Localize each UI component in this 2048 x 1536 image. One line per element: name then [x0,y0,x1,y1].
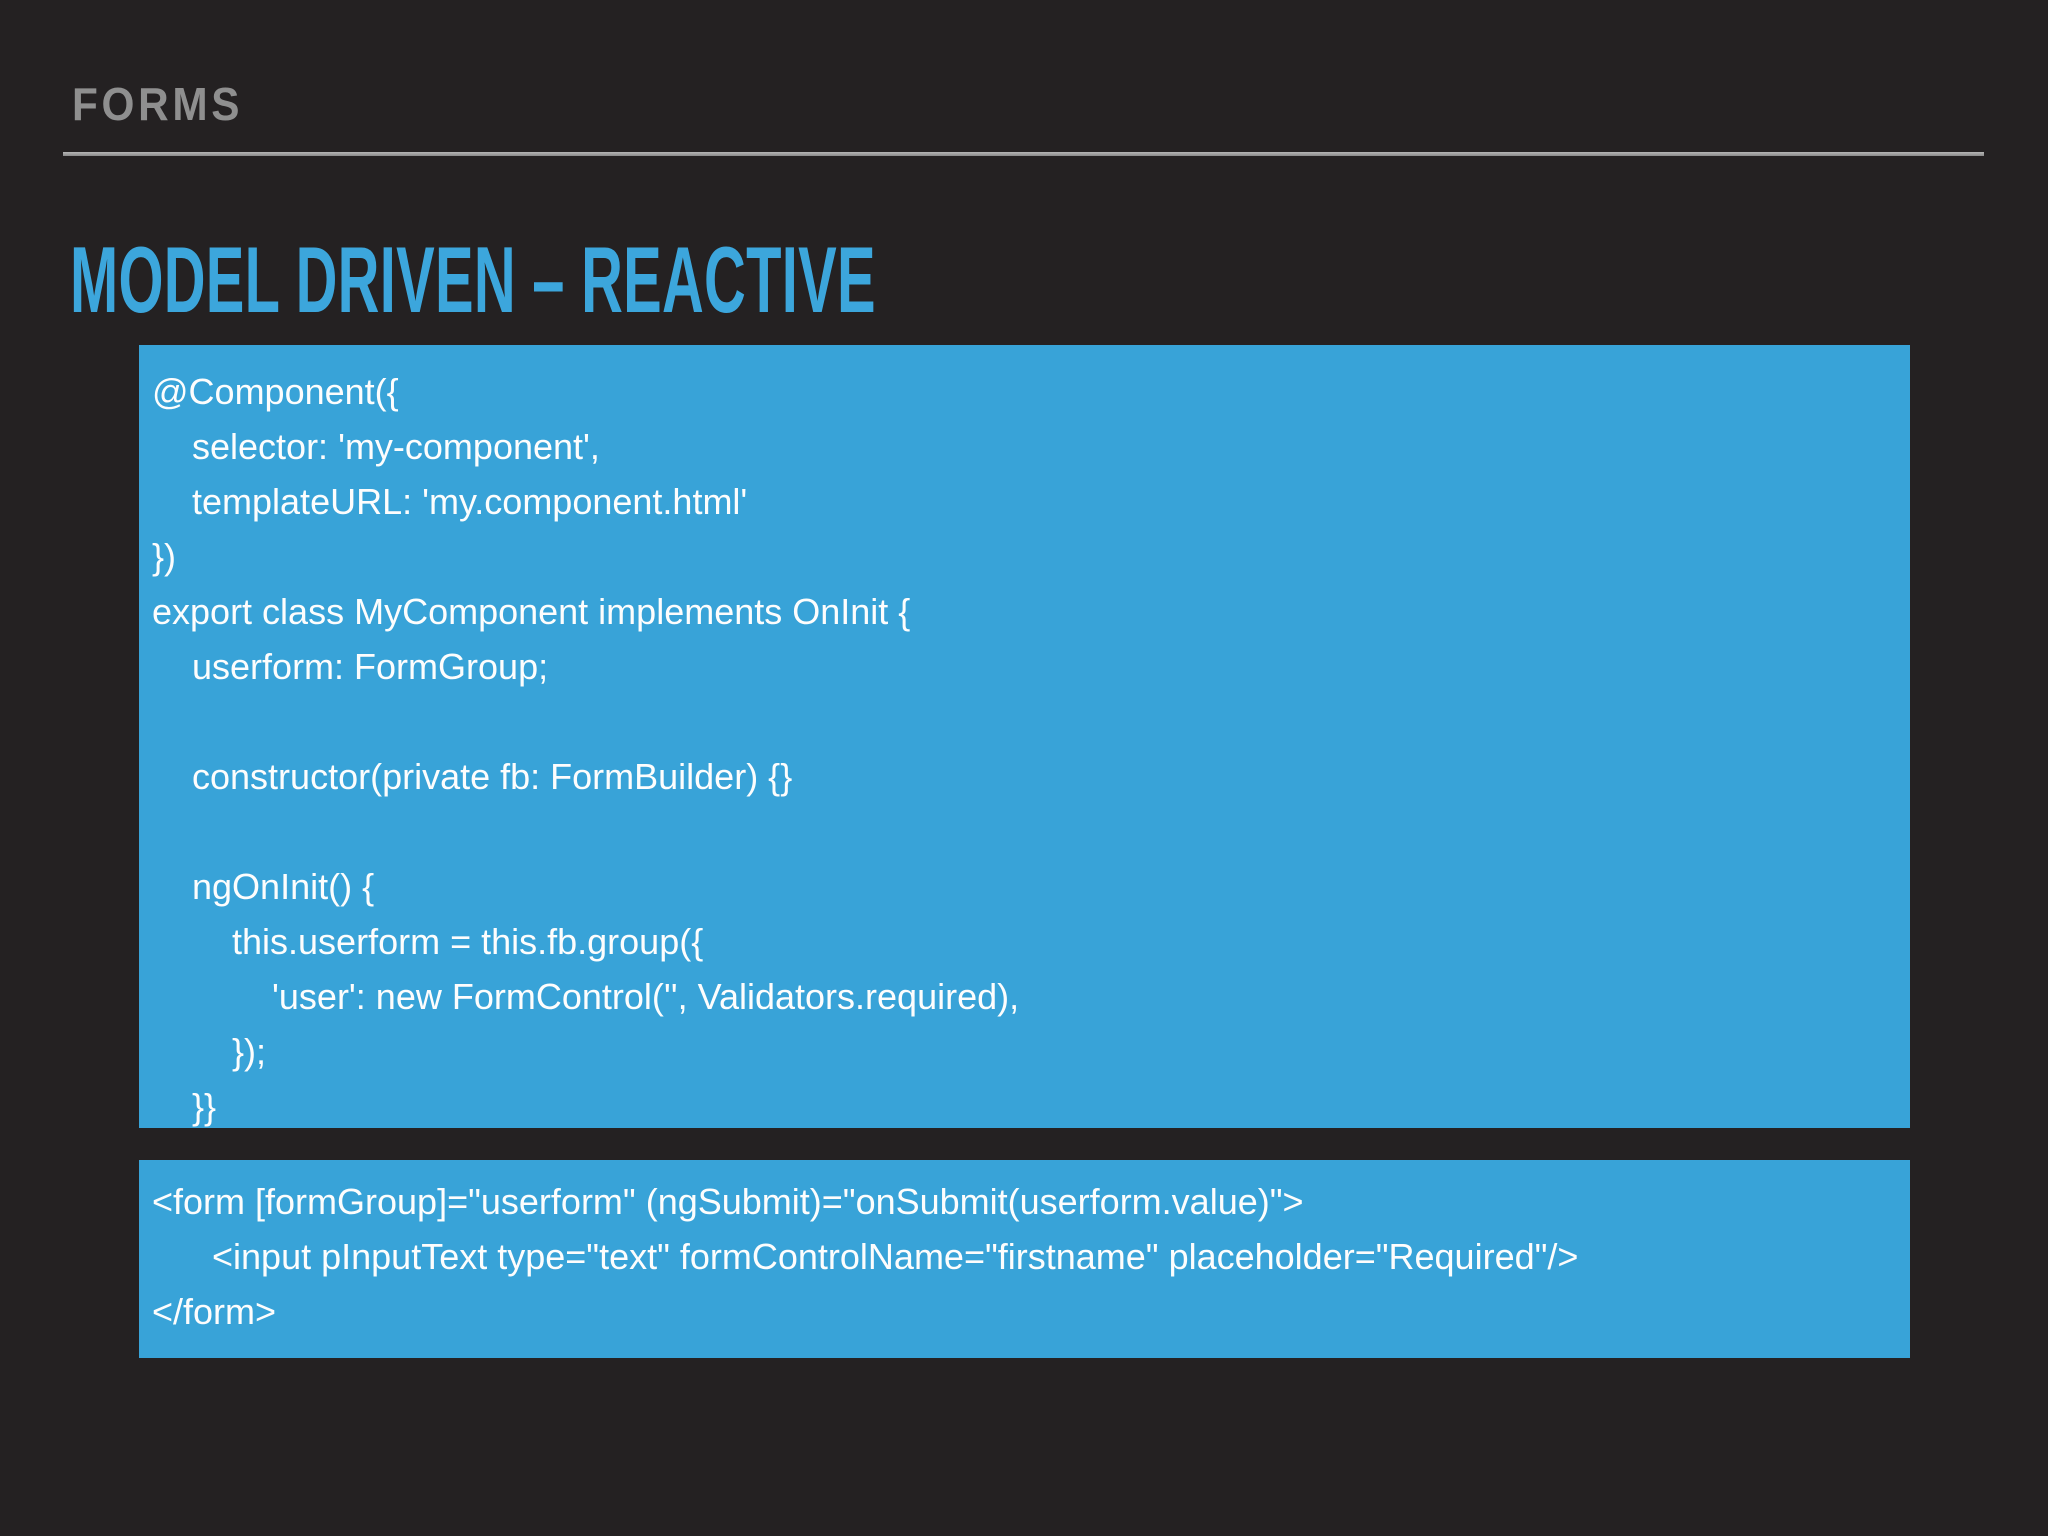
code-line: templateURL: 'my.component.html' [152,481,748,522]
code-line: selector: 'my-component', [152,426,600,467]
code-line: constructor(private fb: FormBuilder) {} [152,756,793,797]
code-block-template: <form [formGroup]="userform" (ngSubmit)=… [139,1160,1910,1358]
code-line: @Component({ [152,371,399,412]
code-line: this.userform = this.fb.group({ [152,921,704,962]
page-title: MODEL DRIVEN – REACTIVE [70,227,876,332]
code-block-component: @Component({ selector: 'my-component', t… [139,345,1910,1128]
code-line: <input pInputText type="text" formContro… [152,1236,1579,1277]
code-line: userform: FormGroup; [152,646,549,687]
code-line: export class MyComponent implements OnIn… [152,591,911,632]
code-line: }); [152,1031,267,1072]
header-rule [63,152,1984,156]
code-line [152,804,1890,859]
code-line: }) [152,536,177,577]
code-line: <form [formGroup]="userform" (ngSubmit)=… [152,1181,1304,1222]
kicker-label: FORMS [72,78,244,130]
code-line [152,694,1890,749]
code-line: 'user': new FormControl('', Validators.r… [152,976,1020,1017]
code-line: }} [152,1086,217,1127]
code-line: </form> [152,1291,277,1332]
code-line: ngOnInit() { [152,866,375,907]
